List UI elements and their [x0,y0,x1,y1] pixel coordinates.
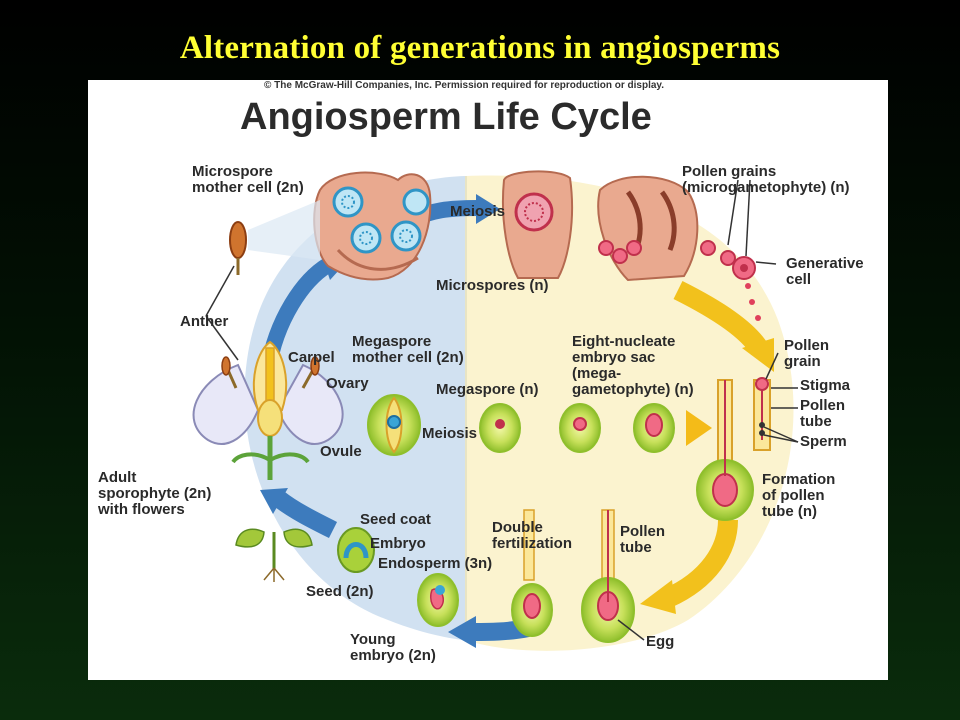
pollination-detail [753,352,799,451]
label-pollen-grain-1: Pollen [784,337,830,354]
pollen-grain [720,250,736,266]
slide-title: Alternation of generations in angiosperm… [179,30,781,66]
label-double-fert-1: Double [492,519,543,536]
ovule-series [367,394,675,456]
seed [337,527,375,573]
arrow-pollen-down [673,281,769,356]
label-meiosis-top: Meiosis [450,203,506,220]
label-megaspore: Megaspore (n) [436,381,539,398]
pollen-grain [626,240,642,256]
microspore-mother-cell [350,222,382,254]
label-microspore-mother-cell-1: Microspore [192,163,273,180]
label-microspore-mother-cell-2: mother cell (2n) [192,179,304,196]
figure-title: Angiosperm Life Cycle [240,96,652,138]
label-pollen-tube-right-2: tube [800,413,832,430]
label-sperm: Sperm [800,433,847,450]
label-megaspore-mother-cell-1: Megaspore [352,333,432,350]
label-pollen-tube-bottom-2: tube [620,539,652,556]
label-eight-nucleate-4: gametophyte) (n) [572,381,694,398]
label-pollen-grain-2: grain [784,353,821,370]
microspore-tetrad [514,192,554,232]
pollen-grain [612,248,628,264]
life-cycle-figure: © The McGraw-Hill Companies, Inc. Permis… [88,80,888,680]
microspore-mother-cell [332,186,364,218]
arrow-bottom-left-head [448,616,476,648]
label-young-embryo-1: Young [350,631,396,648]
label-megaspore-mother-cell-2: mother cell (2n) [352,349,464,366]
pollen-release [597,175,777,321]
label-endosperm: Endosperm (3n) [378,555,493,572]
flower [192,200,344,480]
label-pollen-tube-right-1: Pollen [800,397,846,414]
pollen-grain [598,240,614,256]
label-seed: Seed (2n) [306,583,374,600]
label-meiosis-bottom: Meiosis [422,425,478,442]
label-ovule: Ovule [320,443,362,460]
copyright-notice: © The McGraw-Hill Companies, Inc. Permis… [264,80,665,91]
arrow-seed-up [272,490,338,539]
label-formation-3: tube (n) [762,503,817,520]
label-pollen-grains-1: Pollen grains [682,163,777,180]
label-egg: Egg [646,633,675,650]
label-ovary: Ovary [326,375,369,392]
label-young-embryo-2: embryo (2n) [350,647,436,664]
label-eight-nucleate-3: (mega- [572,365,622,382]
arrow-meiosis-top-head [476,194,500,224]
pollen-grain [700,240,716,256]
label-double-fert-2: fertilization [492,535,573,552]
label-pollen-grains-2: (microgametophyte) (n) [682,179,850,196]
label-formation-1: Formation [762,471,836,488]
microspore-mother-cell [402,188,430,216]
microspore-mother-cell [390,220,422,252]
label-pollen-tube-bottom-1: Pollen [620,523,666,540]
label-generative-cell-1: Generative [786,255,864,272]
label-adult-sporophyte-3: with flowers [98,501,185,518]
seed-seedling [235,527,459,627]
label-adult-sporophyte-2: sporophyte (2n) [98,485,212,502]
label-anther: Anther [180,313,229,330]
microspores-section [501,170,574,279]
life-cycle-diagram [192,170,799,651]
anther-cross-section [313,171,432,281]
arrow-formation-down [663,519,738,608]
label-adult-sporophyte-1: Adult [98,469,137,486]
label-eight-nucleate-2: embryo sac [572,349,656,366]
label-generative-cell-2: cell [786,271,812,288]
label-microspores: Microspores (n) [436,277,549,294]
label-seed-coat: Seed coat [360,511,431,528]
arrow-pollen-down-head [742,338,774,372]
arrow-formation-down-head [640,580,676,614]
fertilization-ovules [511,509,645,643]
formation-pollen-tube [696,379,754,521]
label-eight-nucleate-1: Eight-nucleate [572,333,676,350]
label-embryo: Embryo [370,535,426,552]
haploid-phase-region [466,175,794,651]
label-stigma: Stigma [800,377,851,394]
label-carpel: Carpel [288,349,335,366]
arrow-female-gametophyte-head [686,410,712,446]
arrow-seed-up-head [260,488,288,514]
label-formation-2: of pollen [762,487,825,504]
